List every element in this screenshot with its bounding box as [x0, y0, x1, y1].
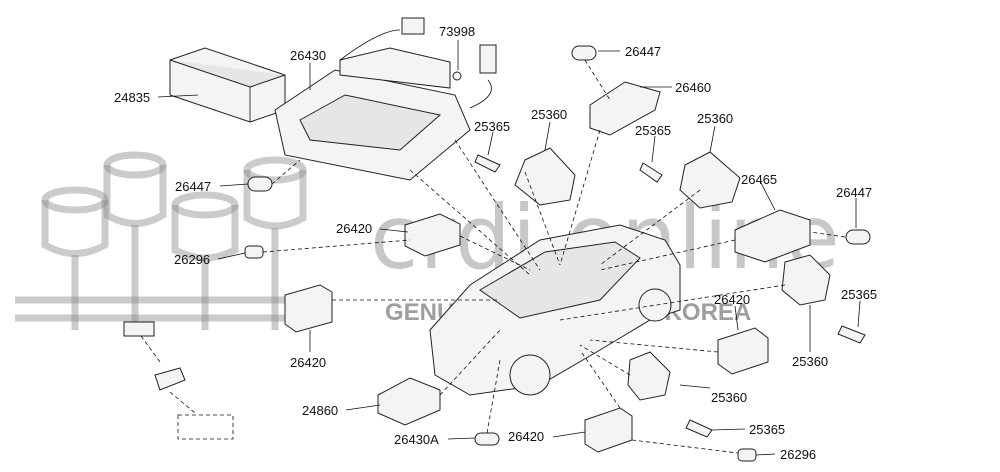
callout-26465: 26465: [741, 172, 777, 187]
callout-25365-d: 25365: [749, 422, 785, 437]
vehicle-icon: [429, 224, 681, 396]
callout-26430A: 26430A: [394, 432, 439, 447]
callout-26296-left: 26296: [174, 252, 210, 267]
callout-26447-right: 26447: [836, 185, 872, 200]
callout-26447-top: 26447: [625, 44, 661, 59]
callout-26460: 26460: [675, 80, 711, 95]
watermark-logo-icon: [15, 151, 307, 330]
bulb-icon: [247, 45, 871, 446]
callout-26430: 26430: [290, 48, 326, 63]
leader-lines: [140, 40, 861, 456]
map-lamp-icon: [589, 81, 661, 136]
callout-24860: 24860: [302, 403, 338, 418]
overhead-console-icon: [274, 17, 497, 181]
callout-26447-left: 26447: [175, 179, 211, 194]
socket-icon: [514, 147, 831, 401]
callout-25360-b: 25360: [697, 111, 733, 126]
callout-26420-d: 26420: [508, 429, 544, 444]
callout-26420-b: 26420: [290, 355, 326, 370]
module-24835-icon: [169, 47, 286, 123]
grommet-icon: [452, 71, 462, 81]
callout-24835: 24835: [114, 90, 150, 105]
callout-73998: 73998: [439, 24, 475, 39]
callout-25365-c: 25365: [841, 287, 877, 302]
callout-25360-c: 25360: [792, 354, 828, 369]
connector-icon: [123, 321, 234, 440]
callout-26420-a: 26420: [336, 221, 372, 236]
screw-icon: [474, 154, 866, 438]
callout-26296-right: 26296: [780, 447, 816, 462]
callout-25365-a: 25365: [474, 119, 510, 134]
room-lamp-icon: [734, 209, 811, 263]
callout-25360-d: 25360: [711, 390, 747, 405]
module-24860-icon: [377, 377, 441, 426]
callout-25365-b: 25365: [635, 123, 671, 138]
callout-26420-c: 26420: [714, 292, 750, 307]
courtesy-lamp-icon: [284, 213, 769, 453]
wedge-bulb-icon: [244, 245, 757, 462]
callout-25360-a: 25360: [531, 107, 567, 122]
